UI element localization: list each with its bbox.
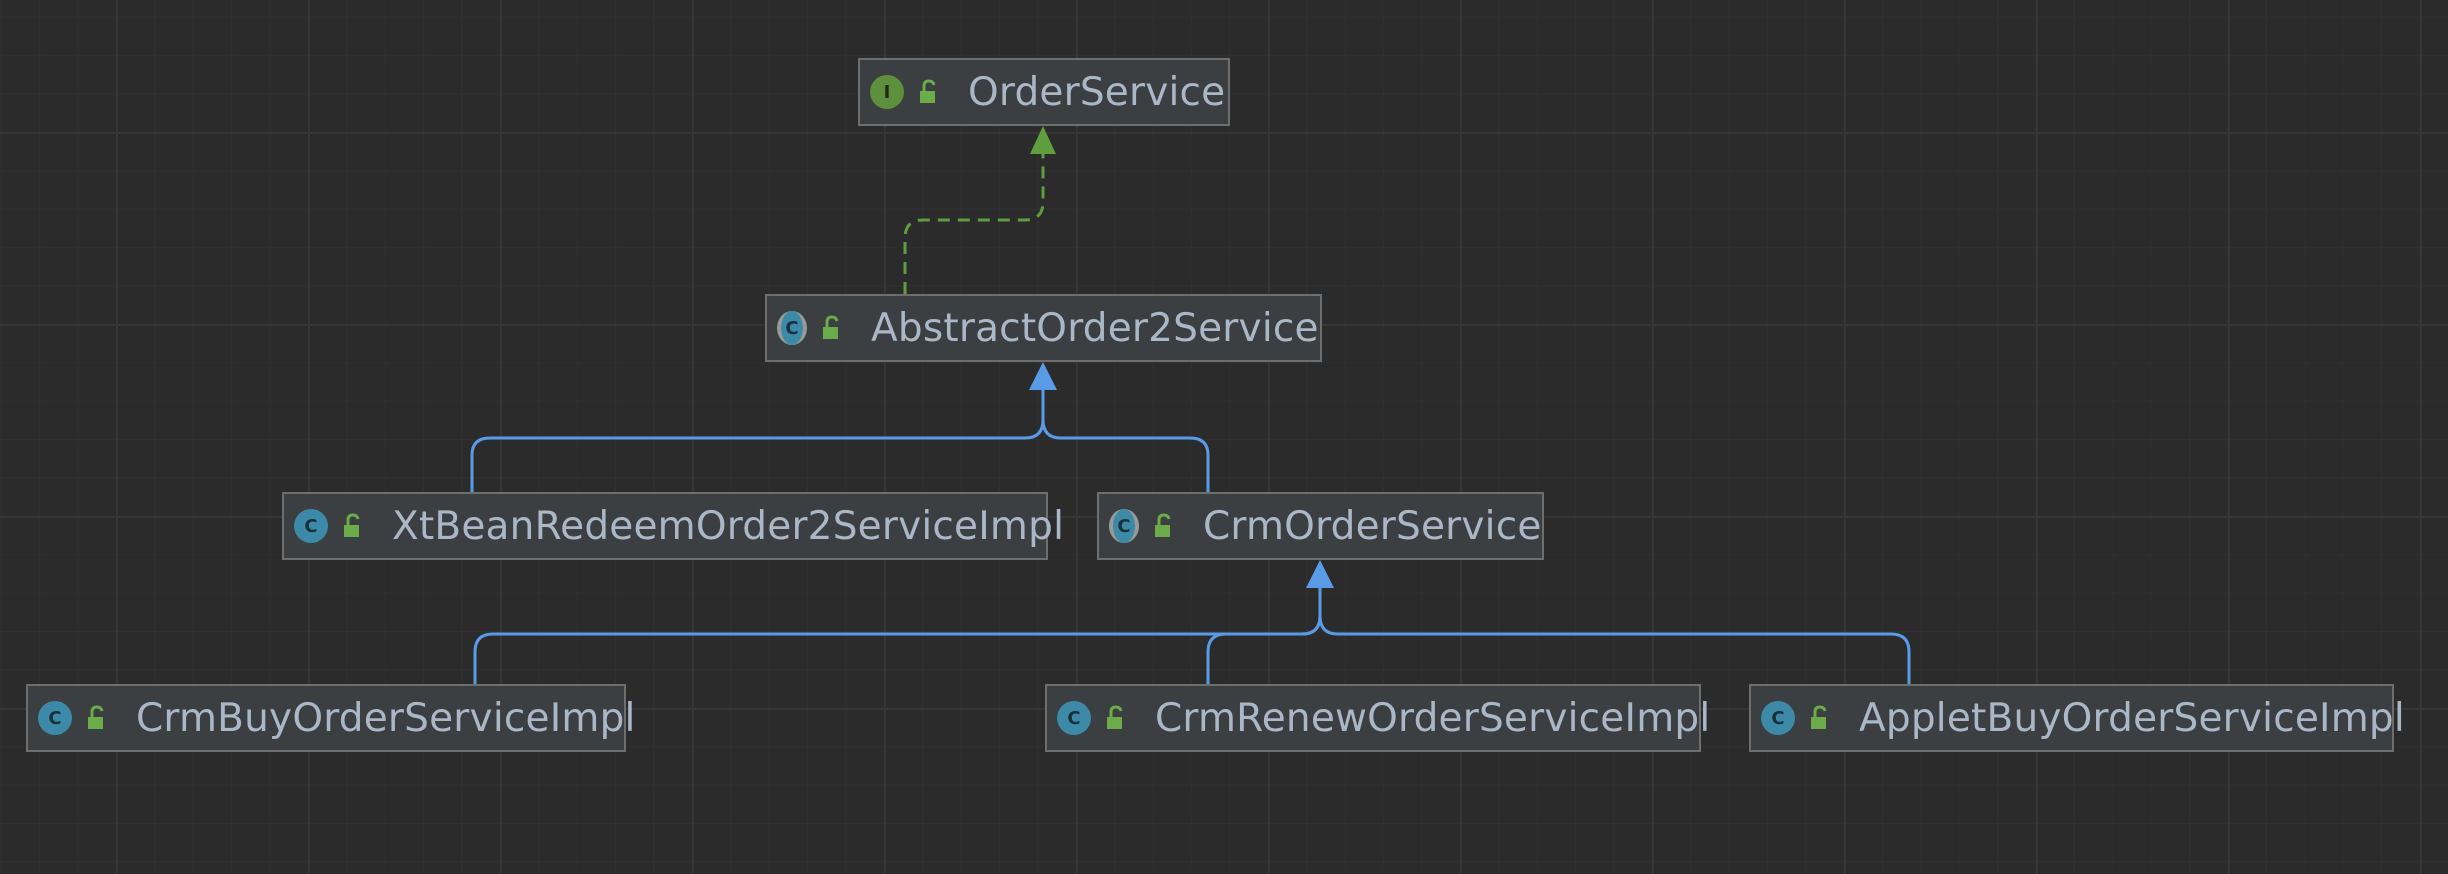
arrowhead-extends-crm-order xyxy=(1306,560,1334,588)
node-xt-bean-redeem-order2-service-impl[interactable]: C XtBeanRedeemOrder2ServiceImpl xyxy=(282,492,1064,560)
node-label: CrmBuyOrderServiceImpl xyxy=(136,695,636,741)
node-label: XtBeanRedeemOrder2ServiceImpl xyxy=(392,503,1065,549)
abstract-class-icon: C xyxy=(777,311,807,345)
public-lock-icon xyxy=(920,79,936,103)
node-crm-order-service[interactable]: C CrmOrderService xyxy=(1097,492,1544,560)
abstract-class-icon: C xyxy=(1109,509,1139,543)
public-lock-icon xyxy=(344,513,360,537)
public-lock-icon xyxy=(1107,705,1123,729)
node-label: CrmRenewOrderServiceImpl xyxy=(1155,695,1711,741)
public-lock-icon xyxy=(823,315,839,339)
edge-extends-crm-renew-to-crm-order xyxy=(1206,586,1322,684)
node-label: CrmOrderService xyxy=(1203,503,1542,549)
node-crm-renew-order-service-impl[interactable]: C CrmRenewOrderServiceImpl xyxy=(1045,684,1710,752)
edge-extends-crm-buy-to-crm-order xyxy=(473,586,1322,684)
node-label: OrderService xyxy=(968,69,1226,115)
class-icon: C xyxy=(1057,701,1091,735)
class-icon: C xyxy=(1761,701,1795,735)
public-lock-icon xyxy=(88,705,104,729)
edge-extends-applet-buy-to-crm-order xyxy=(1318,586,1911,684)
node-label: AbstractOrder2Service xyxy=(871,305,1319,351)
arrowhead-implements xyxy=(1030,126,1056,154)
edge-extends-xtbean-to-abstract-order2 xyxy=(470,388,1045,492)
node-crm-buy-order-service-impl[interactable]: C CrmBuyOrderServiceImpl xyxy=(26,684,635,752)
node-abstract-order2-service[interactable]: C AbstractOrder2Service xyxy=(765,294,1322,362)
node-order-service[interactable]: I OrderService xyxy=(858,58,1230,126)
node-applet-buy-order-service-impl[interactable]: C AppletBuyOrderServiceImpl xyxy=(1749,684,2405,752)
edge-extends-crm-order-to-abstract-order2 xyxy=(1041,388,1210,492)
interface-icon: I xyxy=(870,75,904,109)
node-label: AppletBuyOrderServiceImpl xyxy=(1859,695,2405,741)
arrowhead-extends-abstract-order2 xyxy=(1029,362,1057,390)
edge-implements-abstract-order2-to-order-service xyxy=(903,152,1045,294)
class-icon: C xyxy=(38,701,72,735)
public-lock-icon xyxy=(1811,705,1827,729)
class-icon: C xyxy=(294,509,328,543)
public-lock-icon xyxy=(1155,513,1171,537)
